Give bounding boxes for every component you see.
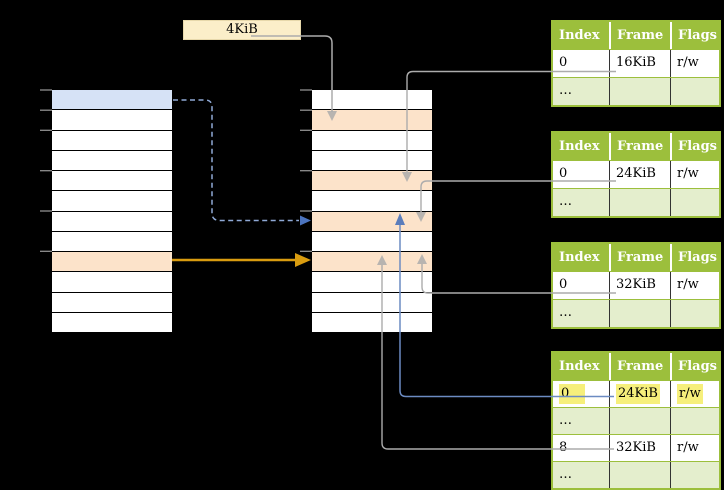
memory-row-white [52, 110, 172, 131]
col-flags: Flags [670, 22, 719, 49]
memory-row-orange [312, 211, 432, 232]
memory-row-orange [312, 171, 432, 192]
address-ticks-middle [300, 89, 312, 252]
col-flags: Flags [670, 133, 719, 160]
col-index: Index [559, 250, 600, 265]
memory-row-white [52, 171, 172, 192]
memory-row-white [312, 231, 432, 252]
memory-row-white [52, 231, 172, 252]
page-table-header: Index Frame Flags [553, 353, 719, 380]
memory-row-white [52, 150, 172, 171]
page-table-1: Index Frame Flags 0 16KiB r/w … [551, 20, 721, 107]
arrow-virtual-page0-to-frame [173, 99, 311, 226]
memory-row-white [312, 272, 432, 293]
page-table-header: Index Frame Flags [553, 22, 719, 49]
table-row-ellipsis: … [553, 461, 719, 488]
table-row-ellipsis: … [553, 77, 719, 105]
memory-row-white [312, 130, 432, 151]
memory-row-white [52, 130, 172, 151]
memory-row-blue [52, 90, 172, 111]
memory-row-white [52, 312, 172, 332]
table-row: 8 32KiB r/w [553, 434, 719, 461]
col-frame: Frame [609, 244, 670, 271]
memory-row-white [312, 90, 432, 111]
page-table-4: Index Frame Flags 0 24KiB r/w … 8 32KiB … [551, 351, 721, 490]
col-flags: Flags [670, 353, 719, 380]
memory-row-white [312, 191, 432, 212]
memory-row-white [312, 312, 432, 332]
memory-row-white [52, 292, 172, 313]
col-flags: Flags [670, 244, 719, 271]
memory-row-white [312, 292, 432, 313]
memory-row-orange [312, 110, 432, 131]
highlighted-cell: 0 [559, 384, 585, 404]
address-ticks-left [40, 89, 52, 252]
page-table-2: Index Frame Flags 0 24KiB r/w … [551, 131, 721, 218]
highlighted-cell: 24KiB [616, 384, 660, 404]
table-row-ellipsis: … [553, 407, 719, 434]
col-frame: Frame [609, 22, 670, 49]
memory-row-white [52, 272, 172, 293]
table-row: 0 24KiB r/w [553, 160, 719, 188]
table-row-highlighted: 0 24KiB r/w [553, 380, 719, 407]
col-index: Index [559, 139, 600, 154]
page-table-header: Index Frame Flags [553, 244, 719, 271]
memory-row-white [52, 191, 172, 212]
memory-row-white [52, 211, 172, 232]
col-index: Index [559, 28, 600, 43]
arrow-virtual-page8-to-frame [172, 253, 311, 267]
col-frame: Frame [609, 353, 670, 380]
col-index: Index [559, 359, 600, 374]
highlighted-cell: r/w [677, 384, 703, 404]
memory-row-white [312, 150, 432, 171]
frame-size-label: 4KiB [183, 20, 301, 40]
physical-memory-column [312, 90, 432, 332]
table-row: 0 16KiB r/w [553, 49, 719, 77]
table-row-ellipsis: … [553, 299, 719, 327]
table-row: 0 32KiB r/w [553, 271, 719, 299]
virtual-memory-column [52, 90, 172, 332]
page-table-header: Index Frame Flags [553, 133, 719, 160]
page-table-3: Index Frame Flags 0 32KiB r/w … [551, 242, 721, 329]
table-row-ellipsis: … [553, 188, 719, 216]
col-frame: Frame [609, 133, 670, 160]
memory-row-orange [312, 252, 432, 273]
memory-row-orange [52, 252, 172, 273]
